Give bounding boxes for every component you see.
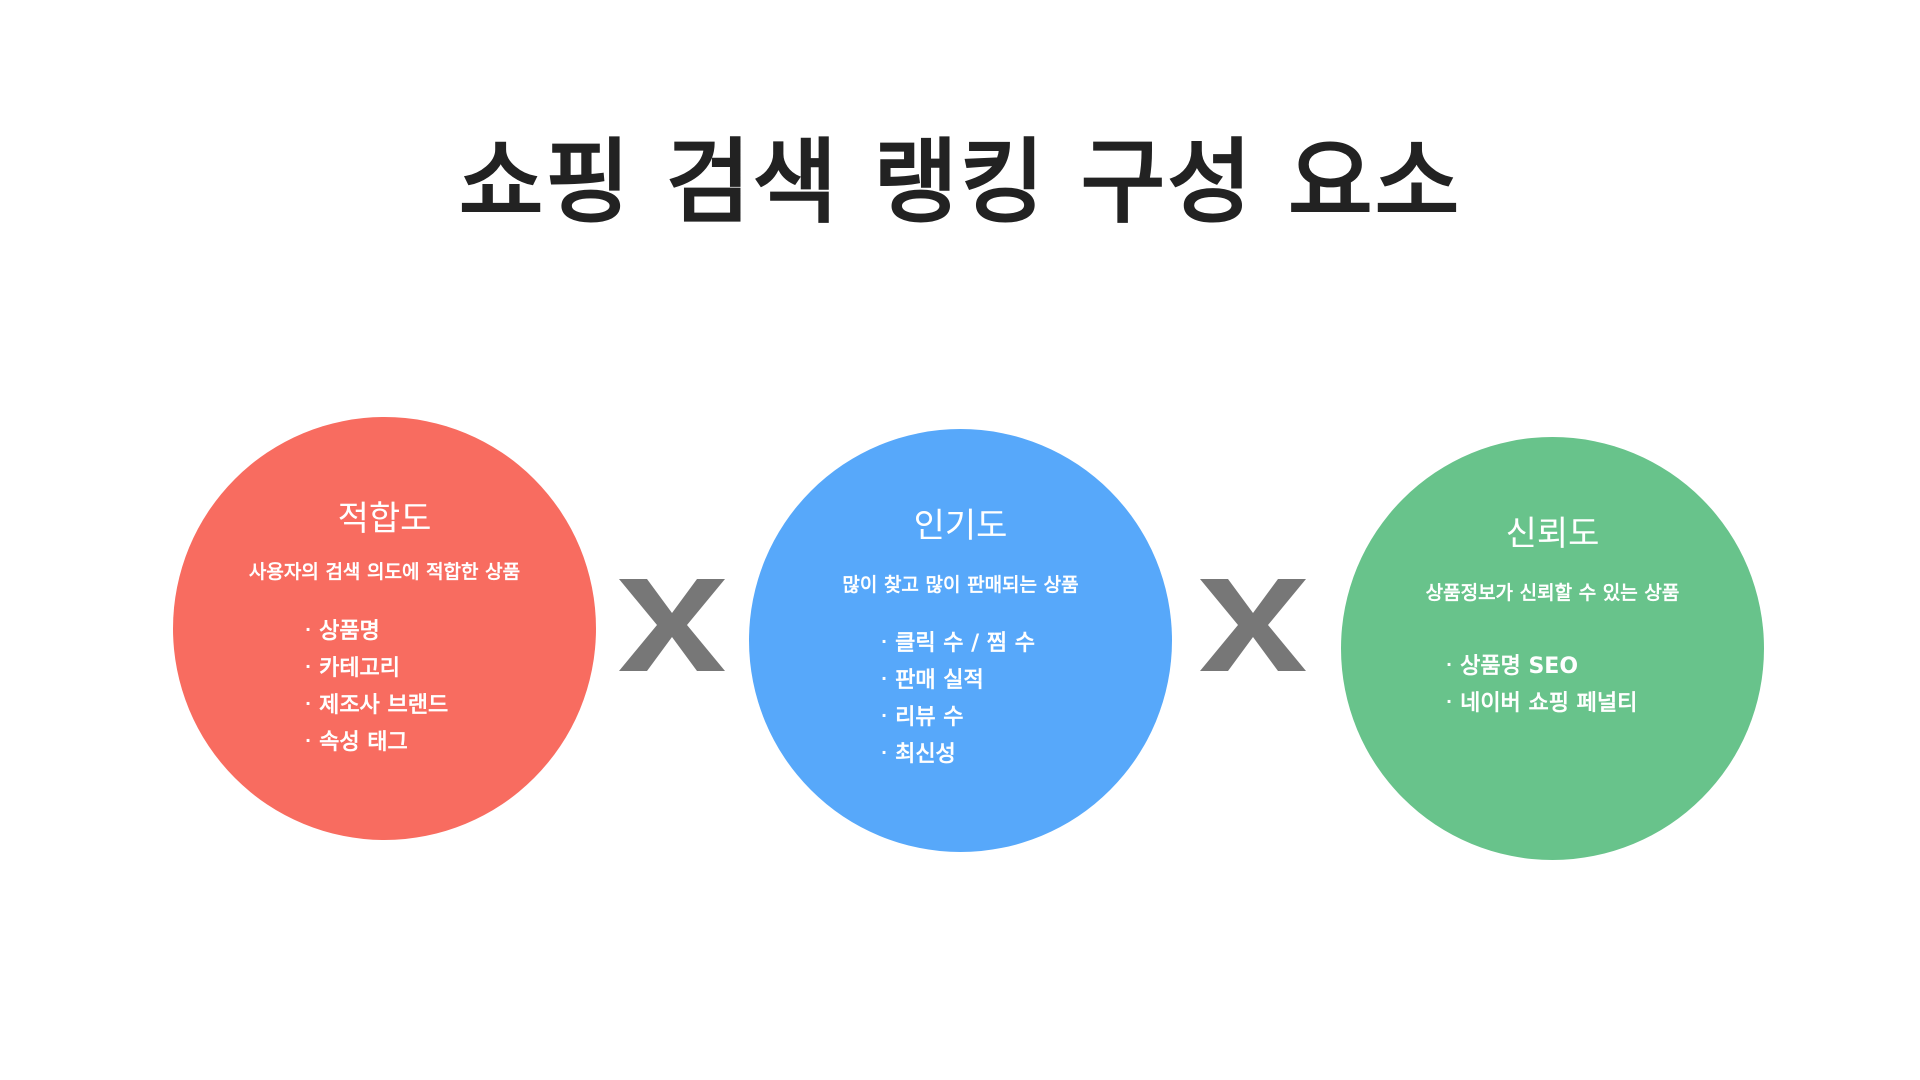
list-item: ·네이버 쇼핑 페널티 (1446, 691, 1638, 716)
multiply-x-icon (619, 579, 725, 671)
list-item: ·상품명 SEO (1446, 654, 1579, 679)
bullet-icon: · (1446, 655, 1453, 674)
reliability-items: ·상품명 SEO ·네이버 쇼핑 페널티 (1446, 647, 1637, 721)
relevance-description: 사용자의 검색 의도에 적합한 상품 (248, 561, 521, 583)
popularity-items: ·클릭 수 / 찜 수 ·판매 실적 ·리뷰 수 ·최신성 (881, 624, 1035, 772)
bullet-icon: · (881, 669, 888, 688)
list-item: ·제조사 브랜드 (305, 693, 449, 718)
list-item: ·속성 태그 (305, 730, 408, 755)
popularity-circle: 인기도 많이 찾고 많이 판매되는 상품 ·클릭 수 / 찜 수 ·판매 실적 … (749, 429, 1172, 852)
reliability-title: 신뢰도 (1505, 514, 1600, 554)
relevance-items: ·상품명 ·카테고리 ·제조사 브랜드 ·속성 태그 (305, 612, 448, 760)
reliability-description: 상품정보가 신뢰할 수 있는 상품 (1425, 582, 1680, 604)
list-item: ·최신성 (881, 742, 956, 767)
list-item: ·클릭 수 / 찜 수 (881, 631, 1035, 656)
list-item: ·상품명 (305, 619, 380, 644)
bullet-icon: · (881, 706, 888, 725)
popularity-title: 인기도 (913, 506, 1008, 546)
relevance-circle: 적합도 사용자의 검색 의도에 적합한 상품 ·상품명 ·카테고리 ·제조사 브… (173, 417, 596, 840)
popularity-description: 많이 찾고 많이 판매되는 상품 (842, 574, 1079, 596)
bullet-icon: · (305, 694, 312, 713)
bullet-icon: · (305, 620, 312, 639)
list-item: ·판매 실적 (881, 668, 984, 693)
bullet-icon: · (881, 632, 888, 651)
relevance-title: 적합도 (337, 499, 432, 539)
multiply-x-icon (1200, 579, 1306, 671)
bullet-icon: · (881, 743, 888, 762)
bullet-icon: · (305, 657, 312, 676)
list-item: ·카테고리 (305, 656, 401, 681)
reliability-circle: 신뢰도 상품정보가 신뢰할 수 있는 상품 ·상품명 SEO ·네이버 쇼핑 페… (1341, 437, 1764, 860)
page-title: 쇼핑 검색 랭킹 구성 요소 (458, 129, 1462, 236)
list-item: ·리뷰 수 (881, 705, 964, 730)
bullet-icon: · (305, 731, 312, 750)
bullet-icon: · (1446, 692, 1453, 711)
